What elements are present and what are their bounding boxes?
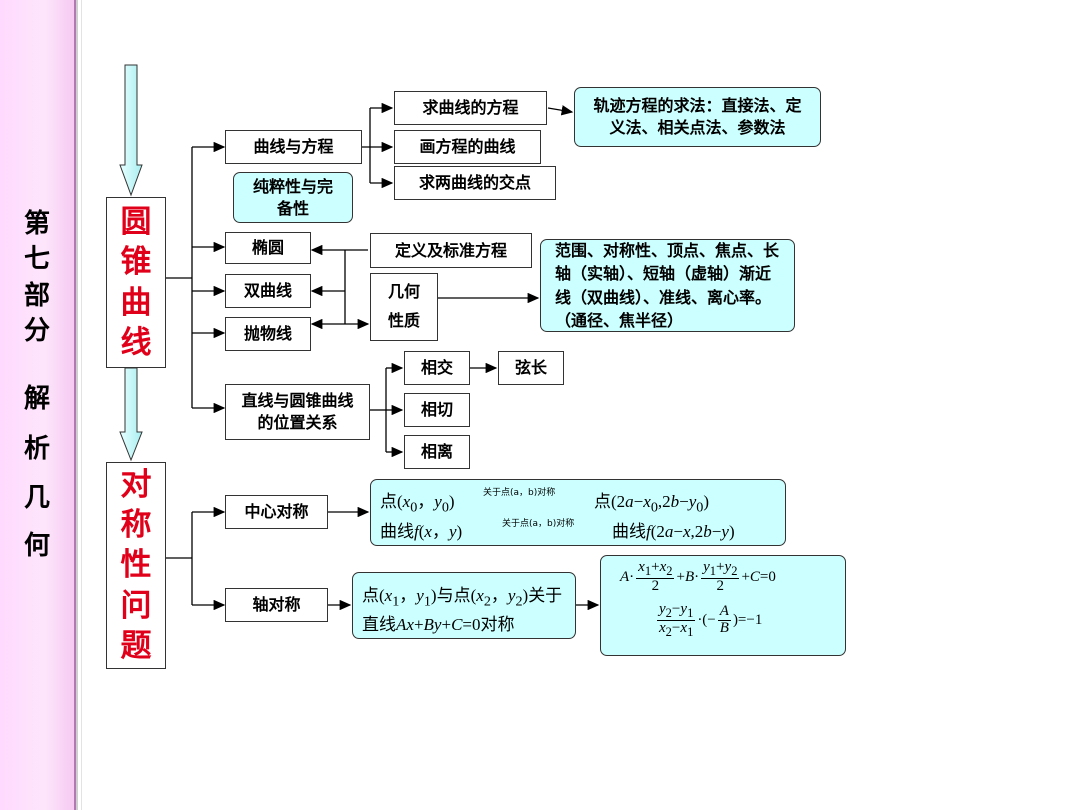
sidebar-char-4: 分: [23, 316, 50, 346]
node-purity-completeness: 纯粹性与完备性: [233, 172, 353, 223]
node-central-symmetry: 中心对称: [225, 495, 328, 529]
node-hyperbola: 双曲线: [225, 274, 311, 308]
node-trajectory-methods: 轨迹方程的求法：直接法、定义法、相关点法、参数法: [574, 87, 821, 147]
sidebar-panel: [0, 0, 76, 810]
node-parabola: 抛物线: [225, 317, 311, 351]
node-geometric-properties: 几何性质: [370, 273, 438, 341]
central-formula-curve: 曲线f(x，y): [380, 522, 463, 541]
node-tangent: 相切: [404, 393, 470, 427]
node-line-conic-relation: 直线与圆锥曲线的位置关系: [225, 384, 370, 440]
central-formula-point: 点(x0，y0): [380, 492, 455, 516]
node-chord-length: 弦长: [498, 351, 564, 385]
central-symmetry-formula: [370, 479, 786, 546]
axial-condition-line-1: 点(x1，y1)与点(x2，y2)关于: [362, 586, 563, 610]
node-curve-equation: 曲线与方程: [225, 130, 362, 164]
central-formula-label-1: 关于点(a，b)对称: [483, 488, 556, 498]
sidebar-divider: [76, 0, 78, 810]
sidebar-char-5: 解: [23, 384, 50, 414]
node-separate: 相离: [404, 435, 470, 469]
axial-symmetry-condition: [352, 572, 576, 639]
central-formula-image-curve: 曲线f(2a−x,2b−y): [612, 522, 735, 541]
node-draw-curve: 画方程的曲线: [394, 130, 541, 164]
node-axial-symmetry: 轴对称: [225, 588, 328, 622]
node-properties-list: 范围、对称性、顶点、焦点、长轴（实轴）、短轴（虚轴）渐近线（双曲线）、准线、离心…: [540, 239, 795, 332]
node-find-equation: 求曲线的方程: [394, 91, 547, 125]
node-definition-standard-eq: 定义及标准方程: [370, 233, 532, 268]
sidebar-char-6: 析: [23, 434, 50, 464]
node-ellipse: 椭圆: [225, 232, 311, 264]
sidebar-char-1: 第: [23, 209, 50, 239]
sidebar-char-2: 七: [23, 244, 50, 274]
sidebar-char-3: 部: [23, 281, 50, 311]
node-two-curve-intersection: 求两曲线的交点: [394, 166, 556, 200]
conic-sections-title: 圆锥 曲线: [106, 197, 166, 368]
central-formula-label-2: 关于点(a，b)对称: [502, 519, 575, 529]
node-intersect: 相交: [404, 351, 470, 385]
sidebar-char-8: 何: [23, 531, 50, 561]
sidebar-char-7: 几: [23, 483, 50, 513]
sidebar-divider-thin: [81, 0, 82, 810]
axial-symmetry-equations: [600, 555, 846, 656]
central-formula-image-point: 点(2a−x0,2b−y0): [594, 492, 710, 516]
symmetry-problems-title: 对称 性问 题: [106, 462, 166, 669]
axial-condition-line-2: 直线Ax+By+C=0对称: [362, 615, 515, 634]
